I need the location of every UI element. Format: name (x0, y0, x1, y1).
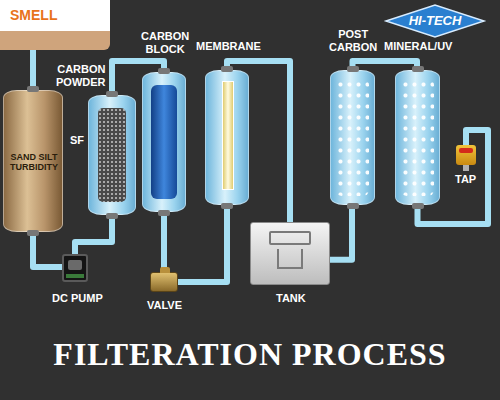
valve-knob (160, 267, 170, 273)
component-label: VALVE (147, 299, 182, 312)
sand-filter: SAND SILT TURBIDITYSF (3, 90, 63, 232)
water-pipe (33, 232, 62, 267)
component-label: MINERAL/UV (384, 40, 452, 53)
water-pipe (75, 215, 112, 254)
water-bubbles (336, 79, 369, 196)
pump-motor (68, 260, 82, 270)
tank-lid (269, 231, 311, 245)
water-pipe (161, 212, 167, 272)
component-label: CARBON POWDER (56, 63, 106, 88)
component-label: MEMBRANE (196, 40, 261, 53)
filter-cap (221, 66, 233, 72)
component-label: CARBON BLOCK (141, 30, 189, 55)
filter-cap (221, 203, 233, 209)
water-pipe (30, 50, 36, 90)
component-label: POST CARBON (329, 28, 377, 53)
tap-spout (463, 165, 469, 171)
mineral-uv-filter: MINERAL/UV (395, 70, 440, 205)
logo-diamond (386, 5, 484, 37)
filter-cap (347, 66, 359, 72)
component-label: SAND SILT TURBIDITY (10, 152, 58, 173)
pump-base (66, 274, 84, 278)
tap: TAP (456, 145, 476, 165)
component-label: DC PUMP (52, 292, 103, 305)
filter-cap (27, 230, 39, 236)
component-label: TAP (455, 173, 476, 186)
water-bubbles (401, 79, 434, 196)
filter-cap (158, 68, 170, 74)
dc-pump: DC PUMP (62, 254, 88, 282)
water-pipe (178, 205, 227, 282)
valve: VALVE (150, 272, 178, 292)
filter-cap (106, 213, 118, 219)
component-label: SF (70, 134, 84, 147)
smell-tank: SMELL (0, 0, 110, 50)
filter-cap (106, 91, 118, 97)
post-carbon-filter: POST CARBON (330, 70, 375, 205)
component-label: TANK (276, 292, 306, 305)
carbon-powder-core (98, 108, 126, 202)
water-pipe (330, 205, 352, 260)
membrane-rod (222, 81, 234, 190)
component-label: SMELL (10, 7, 57, 23)
filter-cap (412, 203, 424, 209)
filter-cap (27, 86, 39, 92)
water-pipe (353, 61, 418, 70)
filter-cap (158, 210, 170, 216)
diagram-title: FILTERATION PROCESS (0, 336, 500, 373)
carbon-block-filter: CARBON BLOCK (142, 72, 186, 212)
filter-cap (347, 203, 359, 209)
filter-cap (412, 66, 424, 72)
carbon-powder-filter: CARBON POWDER (88, 95, 136, 215)
membrane-filter: MEMBRANE (205, 70, 249, 205)
carbon-block-core (151, 85, 177, 199)
tank-hopper (277, 249, 303, 269)
logo-text: HI-TECH (388, 13, 482, 29)
tap-handle (459, 148, 473, 153)
storage-tank: TANK (250, 222, 330, 285)
